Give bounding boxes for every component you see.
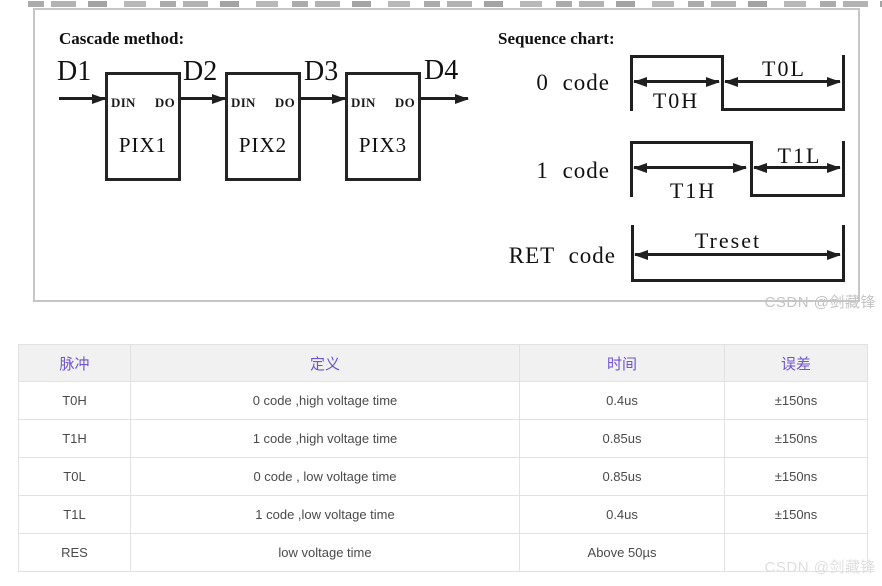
t0l-span-arrow [724,76,841,87]
cell-time: Above 50µs [519,533,725,572]
arrowhead-icon [212,93,226,104]
treset-label: Treset [694,228,762,253]
waveform-name: 0 code [536,70,610,95]
pixel-box-1: DIN DO PIX1 [105,72,181,181]
t1h-span-arrow [633,162,747,173]
do-pin-label: DO [394,95,415,110]
col-header-time: 时间 [519,344,725,382]
t0h-label: T0H [652,88,700,113]
csdn-watermark-figure: CSDN @剑藏锋 [764,294,876,311]
din-pin-label: DIN [351,95,376,110]
arrow-d1-to-pix1 [59,93,106,104]
cell-definition: 1 code ,high voltage time [130,419,520,458]
csdn-watermark-bottom: CSDN @剑藏锋 [764,559,876,576]
din-pin-label: DIN [231,95,256,110]
do-pin-label: DO [274,95,295,110]
table-header-row: 脉冲 定义 时间 误差 [18,344,868,382]
cell-error: ±150ns [724,457,868,496]
arrowhead-icon [706,76,720,87]
din-pin-label: DIN [111,95,136,110]
cell-pulse: RES [18,533,131,572]
signal-label-d4: D4 [424,55,459,86]
cell-time: 0.4us [519,381,725,420]
t0l-label: T0L [762,56,806,81]
datasheet-figure: Cascade method: D1 DIN DO PIX1 D2 DIN DO… [33,8,860,302]
table-row: RES low voltage time Above 50µs [18,533,868,572]
waveform-name: 1 code [536,158,610,183]
cell-time: 0.85us [519,419,725,458]
pixel-box-name: PIX1 [118,133,168,157]
cell-pulse: T0H [18,381,131,420]
cell-pulse: T1L [18,495,131,534]
table-row: T1L 1 code ,low voltage time 0.4us ±150n… [18,495,868,534]
arrowhead-icon [92,93,106,104]
pixel-box-name: PIX2 [238,133,288,157]
pixel-box-name: PIX3 [358,133,408,157]
col-header-pulse: 脉冲 [18,344,131,382]
cell-error [724,533,868,572]
col-header-definition: 定义 [130,344,520,382]
cell-pulse: T1H [18,419,131,458]
pixel-box-3: DIN DO PIX3 [345,72,421,181]
arrowhead-icon [633,162,647,173]
arrow-pix1-to-pix2 [181,93,226,104]
cell-time: 0.85us [519,457,725,496]
table-row: T1H 1 code ,high voltage time 0.85us ±15… [18,419,868,458]
arrowhead-icon [633,76,647,87]
t1l-span-arrow [753,162,841,173]
treset-span-arrow [634,249,841,260]
truncated-text-top [28,1,882,7]
timing-table-container: 脉冲 定义 时间 误差 T0H 0 code ,high voltage tim… [18,344,868,572]
col-header-error: 误差 [724,344,868,382]
t1l-label: T1L [777,143,822,168]
cell-error: ±150ns [724,419,868,458]
arrowhead-icon [827,249,841,260]
arrowhead-icon [827,162,841,173]
sequence-title: Sequence chart: [498,29,615,48]
signal-label-d1: D1 [57,56,92,87]
signal-label-d3: D3 [304,56,339,87]
cell-pulse: T0L [18,457,131,496]
cell-definition: 0 code ,high voltage time [130,381,520,420]
arrowhead-icon [455,93,469,104]
arrowhead-icon [724,76,738,87]
table-row: T0H 0 code ,high voltage time 0.4us ±150… [18,381,868,420]
cell-definition: 0 code , low voltage time [130,457,520,496]
cell-definition: 1 code ,low voltage time [130,495,520,534]
arrow-pix2-to-pix3 [301,93,346,104]
arrowhead-icon [332,93,346,104]
pixel-box-2: DIN DO PIX2 [225,72,301,181]
arrowhead-icon [827,76,841,87]
cell-error: ±150ns [724,381,868,420]
arrowhead-icon [733,162,747,173]
arrowhead-icon [753,162,767,173]
cell-definition: low voltage time [130,533,520,572]
cell-time: 0.4us [519,495,725,534]
t1h-label: T1H [669,178,717,203]
cascade-title: Cascade method: [59,29,185,48]
arrowhead-icon [634,249,648,260]
table-row: T0L 0 code , low voltage time 0.85us ±15… [18,457,868,496]
t0h-span-arrow [633,76,720,87]
signal-label-d2: D2 [183,56,218,87]
waveform-name: RET code [508,243,616,268]
timing-table: 脉冲 定义 时间 误差 T0H 0 code ,high voltage tim… [18,344,868,572]
cell-error: ±150ns [724,495,868,534]
do-pin-label: DO [154,95,175,110]
arrow-pix3-out [421,93,469,104]
